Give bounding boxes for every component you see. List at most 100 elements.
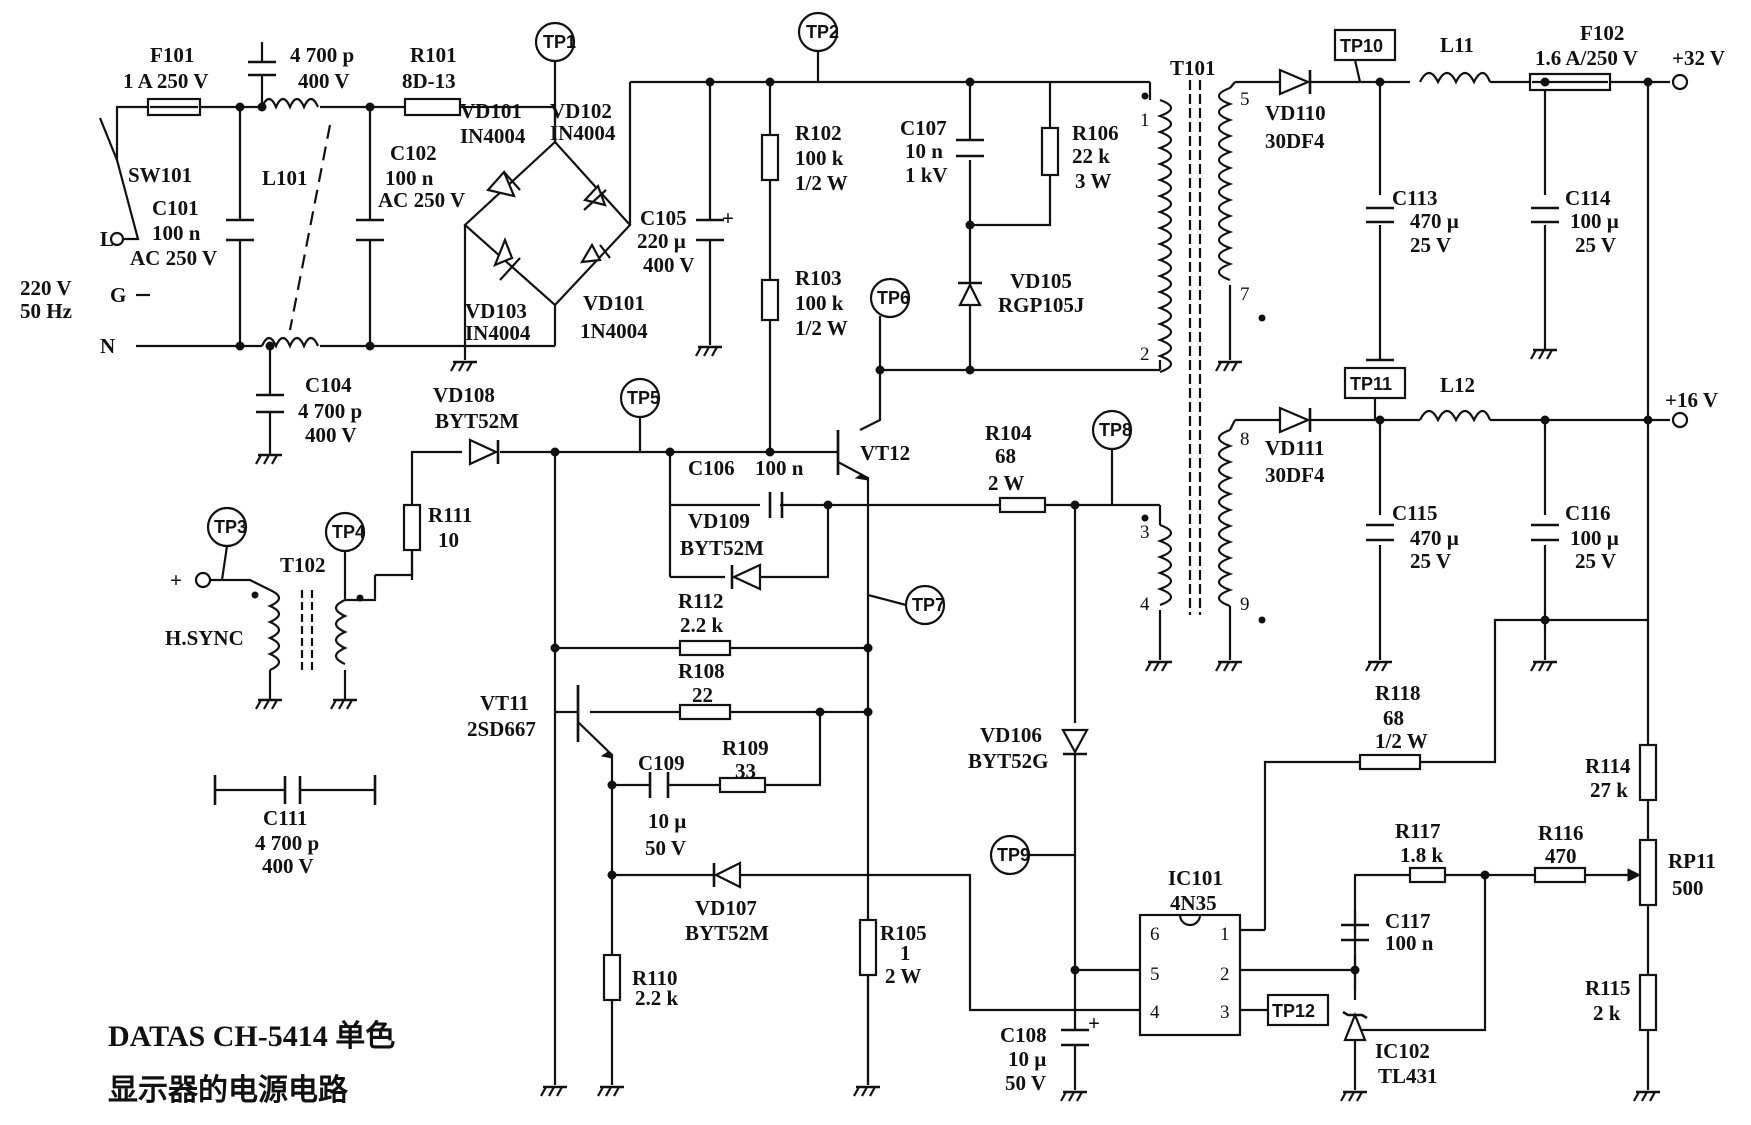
capacitor-c114 (1531, 206, 1559, 224)
resistor-r104 (998, 496, 1047, 514)
label-c103-value: 4 700 p (290, 43, 354, 67)
capacitor-c108: + (1061, 1011, 1100, 1047)
label-c108-name: C108 (1000, 1023, 1047, 1047)
label-vd107-name: VD107 (695, 896, 757, 920)
capacitor-c111 (213, 775, 377, 805)
transistor-vt11 (576, 685, 614, 759)
label-vd102-value: IN4004 (550, 121, 616, 145)
t101-pin-4: 4 (1140, 594, 1150, 615)
svg-text:TP6: TP6 (877, 288, 910, 308)
svg-text:TP5: TP5 (627, 388, 660, 408)
label-r103-name: R103 (795, 266, 842, 290)
ic101-pin-4: 4 (1150, 1002, 1160, 1023)
terminal-mains: 220 V (20, 276, 72, 300)
label-vd109-name: VD109 (688, 509, 750, 533)
label-r117-value: 1.8 k (1400, 843, 1444, 867)
label-c113-name: C113 (1392, 186, 1438, 210)
capacitor-c105: + (696, 206, 734, 242)
svg-text:TP12: TP12 (1272, 1001, 1315, 1021)
label-c111-voltage: 400 V (262, 854, 314, 878)
label-r118-value: 68 (1383, 706, 1404, 730)
terminal-freq: 50 Hz (20, 299, 72, 323)
label-c115-voltage: 25 V (1410, 549, 1451, 573)
label-c105-voltage: 400 V (643, 253, 695, 277)
capacitor-c117 (1341, 923, 1369, 942)
label-l101: L101 (262, 166, 308, 190)
label-c106-name: C106 (688, 456, 735, 480)
potentiometer-rp11 (1627, 838, 1658, 907)
label-c116-name: C116 (1565, 501, 1611, 525)
diode-vd108 (468, 438, 500, 466)
diode-vd107 (712, 861, 742, 889)
label-vd101b-value: 1N4004 (580, 319, 648, 343)
test-point-tp9: TP9 (989, 834, 1075, 876)
label-vd101b-name: VD101 (583, 291, 645, 315)
resistor-r111 (402, 503, 422, 552)
inductor-l12 (1419, 409, 1492, 423)
label-r109-name: R109 (722, 736, 769, 760)
label-rp11-value: 500 (1672, 876, 1704, 900)
resistor-r105 (858, 918, 878, 977)
terminal-hsync: H.SYNC (165, 626, 244, 650)
fuse-f101 (146, 97, 202, 117)
capacitor-c107 (956, 138, 984, 158)
diode-vd111 (1278, 406, 1312, 434)
caption-line-1: DATAS CH-5414 单色 (108, 1020, 396, 1053)
svg-text:TP2: TP2 (806, 22, 839, 42)
label-c102-name: C102 (390, 141, 437, 165)
label-r102-name: R102 (795, 121, 842, 145)
label-r115-name: R115 (1585, 976, 1631, 1000)
t101-pin-5: 5 (1240, 89, 1250, 110)
svg-text:TP11: TP11 (1350, 374, 1392, 394)
terminal-l: L (100, 227, 114, 251)
resistor-r114 (1638, 743, 1658, 802)
label-vd105-name: VD105 (1010, 269, 1072, 293)
t101-pin-1: 1 (1140, 110, 1150, 131)
label-ic102-name: IC102 (1375, 1039, 1430, 1063)
label-r112-value: 2.2 k (680, 613, 724, 637)
label-c116-value: 100 µ (1570, 526, 1619, 550)
label-c115-value: 470 µ (1410, 526, 1459, 550)
label-r118-name: R118 (1375, 681, 1421, 705)
fuse-f102 (1528, 72, 1612, 92)
label-vd102-name: VD102 (550, 99, 612, 123)
resistor-r108 (678, 703, 732, 721)
resistor-r116 (1533, 866, 1587, 884)
ic101-pin-5: 5 (1150, 964, 1160, 985)
label-c115-name: C115 (1392, 501, 1438, 525)
inductor-l101 (260, 97, 332, 349)
svg-text:TP3: TP3 (214, 517, 247, 537)
label-vd108-value: BYT52M (435, 409, 519, 433)
label-r111-name: R111 (428, 503, 472, 527)
label-c102-voltage: AC 250 V (378, 188, 465, 212)
test-point-tp6: TP6 (869, 277, 911, 370)
terminal-n: N (100, 334, 115, 358)
label-vd111-name: VD111 (1265, 436, 1325, 460)
label-r110-name: R110 (632, 966, 678, 990)
label-vd103-name: VD103 (465, 299, 527, 323)
label-r104-power: 2 W (988, 471, 1024, 495)
label-vd106-value: BYT52G (968, 749, 1049, 773)
t101-pin-7: 7 (1240, 284, 1250, 305)
label-r104-value: 68 (995, 444, 1016, 468)
resistor-r112 (678, 639, 732, 657)
label-c105-name: C105 (640, 206, 687, 230)
label-c109-name: C109 (638, 751, 685, 775)
capacitor-c104 (256, 393, 284, 414)
switch-sw101 (98, 117, 125, 247)
transistor-vt12 (836, 430, 870, 481)
label-vd110-name: VD110 (1265, 101, 1326, 125)
label-r112-name: R112 (678, 589, 724, 613)
resistor-r110 (602, 953, 622, 1002)
capacitor-c106 (768, 492, 784, 518)
label-c101-value: 100 n (152, 221, 201, 245)
svg-text:+: + (722, 206, 734, 230)
caption-line-2: 显示器的电源电路 (108, 1074, 348, 1107)
label-l12: L12 (1440, 373, 1475, 397)
label-c101-voltage: AC 250 V (130, 246, 217, 270)
label-vt12: VT12 (860, 441, 910, 465)
label-c117-name: C117 (1385, 909, 1431, 933)
capacitor-c102 (356, 218, 384, 242)
label-r110-value: 2.2 k (635, 986, 679, 1010)
label-c116-voltage: 25 V (1575, 549, 1616, 573)
